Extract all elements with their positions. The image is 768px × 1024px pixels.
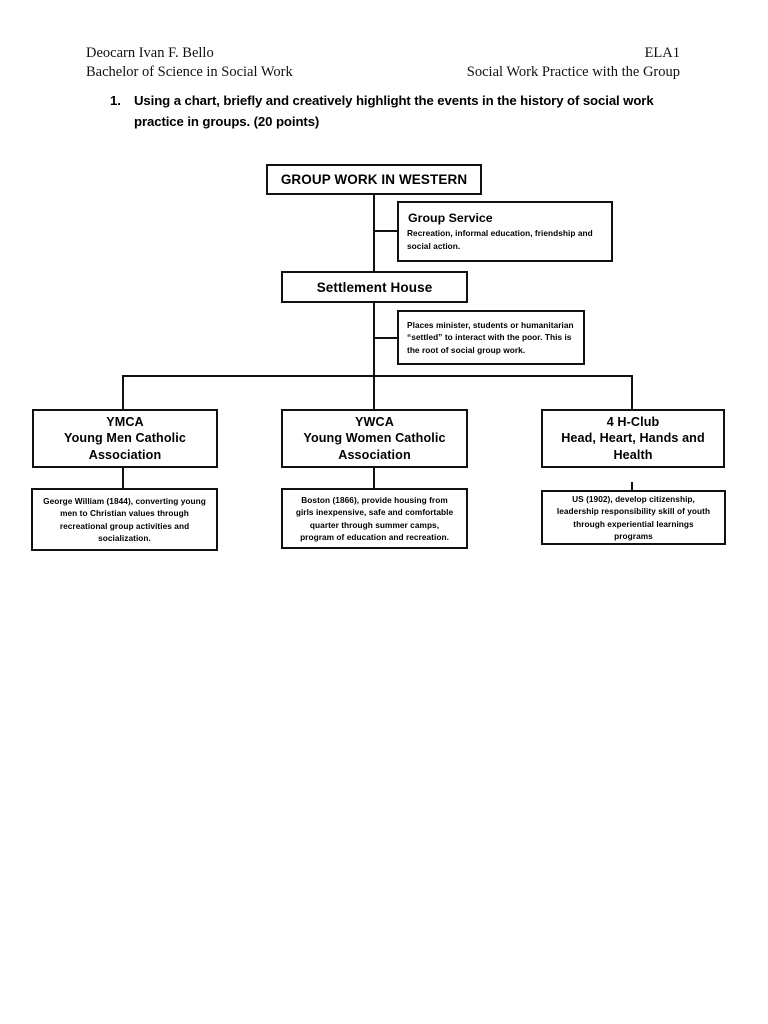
connector-split-bar [122,375,633,378]
instruction-text: Using a chart, briefly and creatively hi… [134,93,654,129]
student-name: Deocarn Ivan F. Bello [86,45,214,61]
node-ywca: YWCA Young Women Catholic Association [281,409,468,468]
node-abbr: YWCA [355,414,394,429]
node-group-work-in-western: GROUP WORK IN WESTERN [266,164,482,195]
connector-drop-4h-club [631,375,634,409]
flowchart: GROUP WORK IN WESTERN Group Service Recr… [31,164,726,551]
node-ymca: YMCA Young Men Catholic Association [32,409,218,468]
connector-ywca-to-description [373,468,376,488]
node-title: Settlement House [316,279,433,295]
node-settlement-house: Settlement House [281,271,468,303]
node-settlement-house-description: Places minister, students or humanitaria… [397,310,585,365]
node-description: Places minister, students or humanitaria… [407,319,574,355]
connector-drop-ymca [122,375,125,409]
connector-ymca-to-description [122,468,125,488]
node-full-name: Young Women Catholic Association [303,431,446,462]
node-4h-club: 4 H-Club Head, Heart, Hands and Health [541,409,725,468]
connector-stub-settlement-description [373,337,399,340]
node-full-name: Head, Heart, Hands and Health [561,431,705,462]
node-ymca-description: George William (1844), converting young … [31,488,218,551]
node-group-service: Group Service Recreation, informal educa… [397,201,613,262]
node-title: GROUP WORK IN WESTERN [280,172,468,187]
node-full-name: Young Men Catholic Association [64,431,186,462]
connector-stub-group-service [373,230,399,233]
header-row-program: Bachelor of Science in Social Work Socia… [86,63,680,82]
program-name: Bachelor of Science in Social Work [86,64,293,80]
instruction-number: 1. [110,93,121,108]
header-row-name: Deocarn Ivan F. Bello ELA1 [86,44,680,63]
node-description: US (1902), develop citizenship, leadersh… [556,493,711,541]
course-code: ELA1 [644,45,680,61]
document-header: Deocarn Ivan F. Bello ELA1 Bachelor of S… [86,44,680,82]
node-4h-club-description: US (1902), develop citizenship, leadersh… [541,490,726,545]
node-title: Group Service [408,211,493,226]
node-description: George William (1844), converting young … [43,495,206,543]
node-description: Recreation, informal education, friendsh… [407,228,593,251]
subject-name: Social Work Practice with the Group [466,64,680,80]
node-abbr: YMCA [106,414,144,429]
node-abbr: 4 H-Club [606,414,660,429]
connector-drop-ywca [373,375,376,409]
node-ywca-description: Boston (1866), provide housing from girl… [281,488,468,549]
node-description: Boston (1866), provide housing from girl… [295,494,454,542]
instruction-item: 1. Using a chart, briefly and creatively… [110,90,690,132]
